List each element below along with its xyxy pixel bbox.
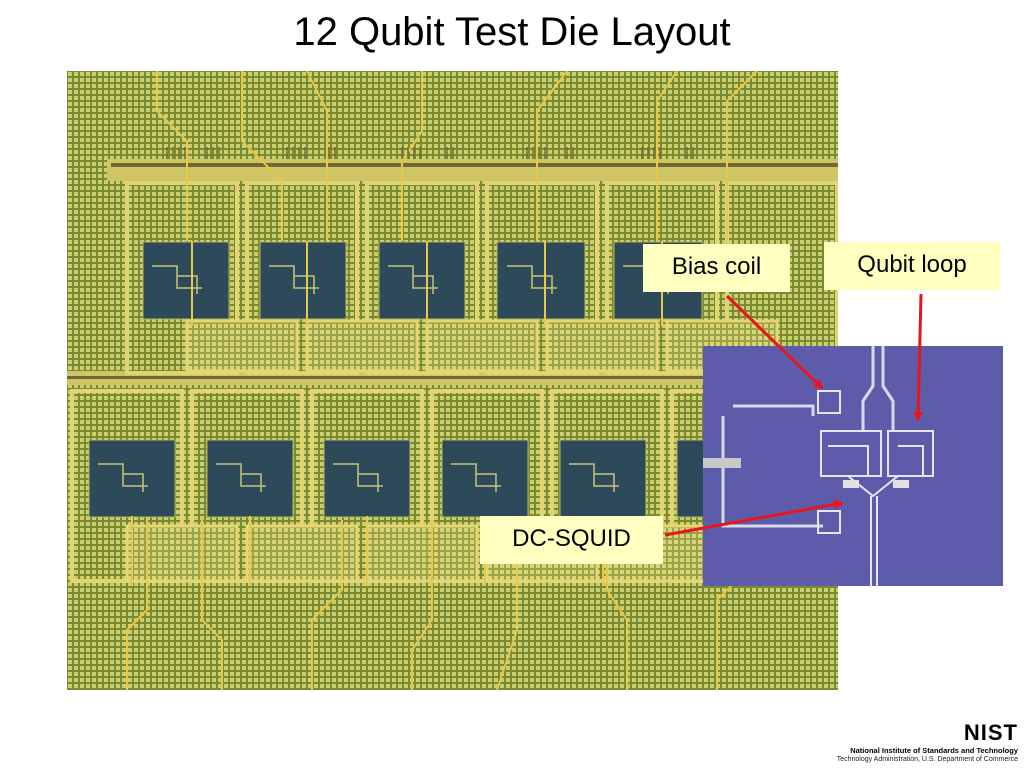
dc-squid-label: DC-SQUID [480,516,663,564]
qubit-loop-label: Qubit loop [824,242,1000,290]
inset-micrograph [703,346,1003,586]
slide-title: 12 Qubit Test Die Layout [293,10,731,54]
nist-logo-mark: NIST [963,720,1018,745]
nist-logo: NIST National Institute of Standards and… [818,722,1022,766]
nist-logo-line1: National Institute of Standards and Tech… [850,746,1018,755]
nist-logo-line2: Technology Administration, U.S. Departme… [836,756,1018,763]
bias-coil-label: Bias coil [643,244,790,292]
